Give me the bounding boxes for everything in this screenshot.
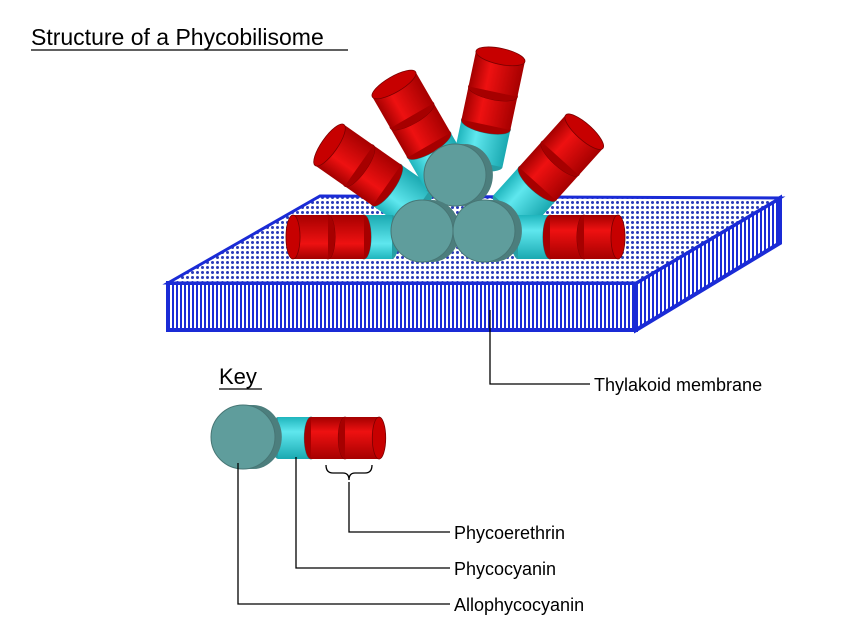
allophycocyanin-leader-line (237, 463, 450, 605)
core-disc-bottom-left (390, 199, 460, 263)
membrane-label: Thylakoid membrane (594, 375, 762, 395)
page-title: Structure of a Phycobilisome (31, 24, 324, 50)
allophycocyanin-label: Allophycocyanin (454, 595, 584, 615)
membrane-rods (285, 214, 626, 260)
phycocyanin-label: Phycocyanin (454, 559, 556, 579)
membrane-front-face (166, 281, 638, 332)
phycoerythrin-disc-2 (540, 113, 605, 177)
rod-far-right (492, 113, 605, 230)
allophycocyanin-core-top (423, 143, 493, 207)
phycoerythrin-disc-2 (285, 214, 336, 260)
membrane-leader-line (489, 310, 590, 385)
rod-far-left (313, 123, 434, 228)
key-phycoerythrin-disc-2 (338, 416, 387, 460)
rod-membrane-right (510, 214, 626, 260)
key-heading: Key (219, 364, 257, 389)
rod-membrane-left (285, 214, 400, 260)
key-allophycocyanin-disc (210, 404, 282, 470)
phycoerythrin-label: Phycoerethrin (454, 523, 565, 543)
phycoerythrin-disc-2 (313, 123, 375, 187)
core-disc-top (423, 143, 493, 207)
phycocyanin-leader-line (295, 457, 450, 569)
phycoerythrin-bracket (325, 464, 373, 481)
phycoerythrin-leader-line (348, 482, 450, 533)
phycoerythrin-disc-2 (371, 69, 435, 130)
phycoerythrin-disc-2 (576, 214, 626, 260)
allophycocyanin-core-bottom (390, 199, 522, 263)
phycoerythrin-disc-2 (468, 46, 526, 101)
core-disc-bottom-right (452, 199, 522, 263)
key-example-unit (210, 404, 387, 470)
